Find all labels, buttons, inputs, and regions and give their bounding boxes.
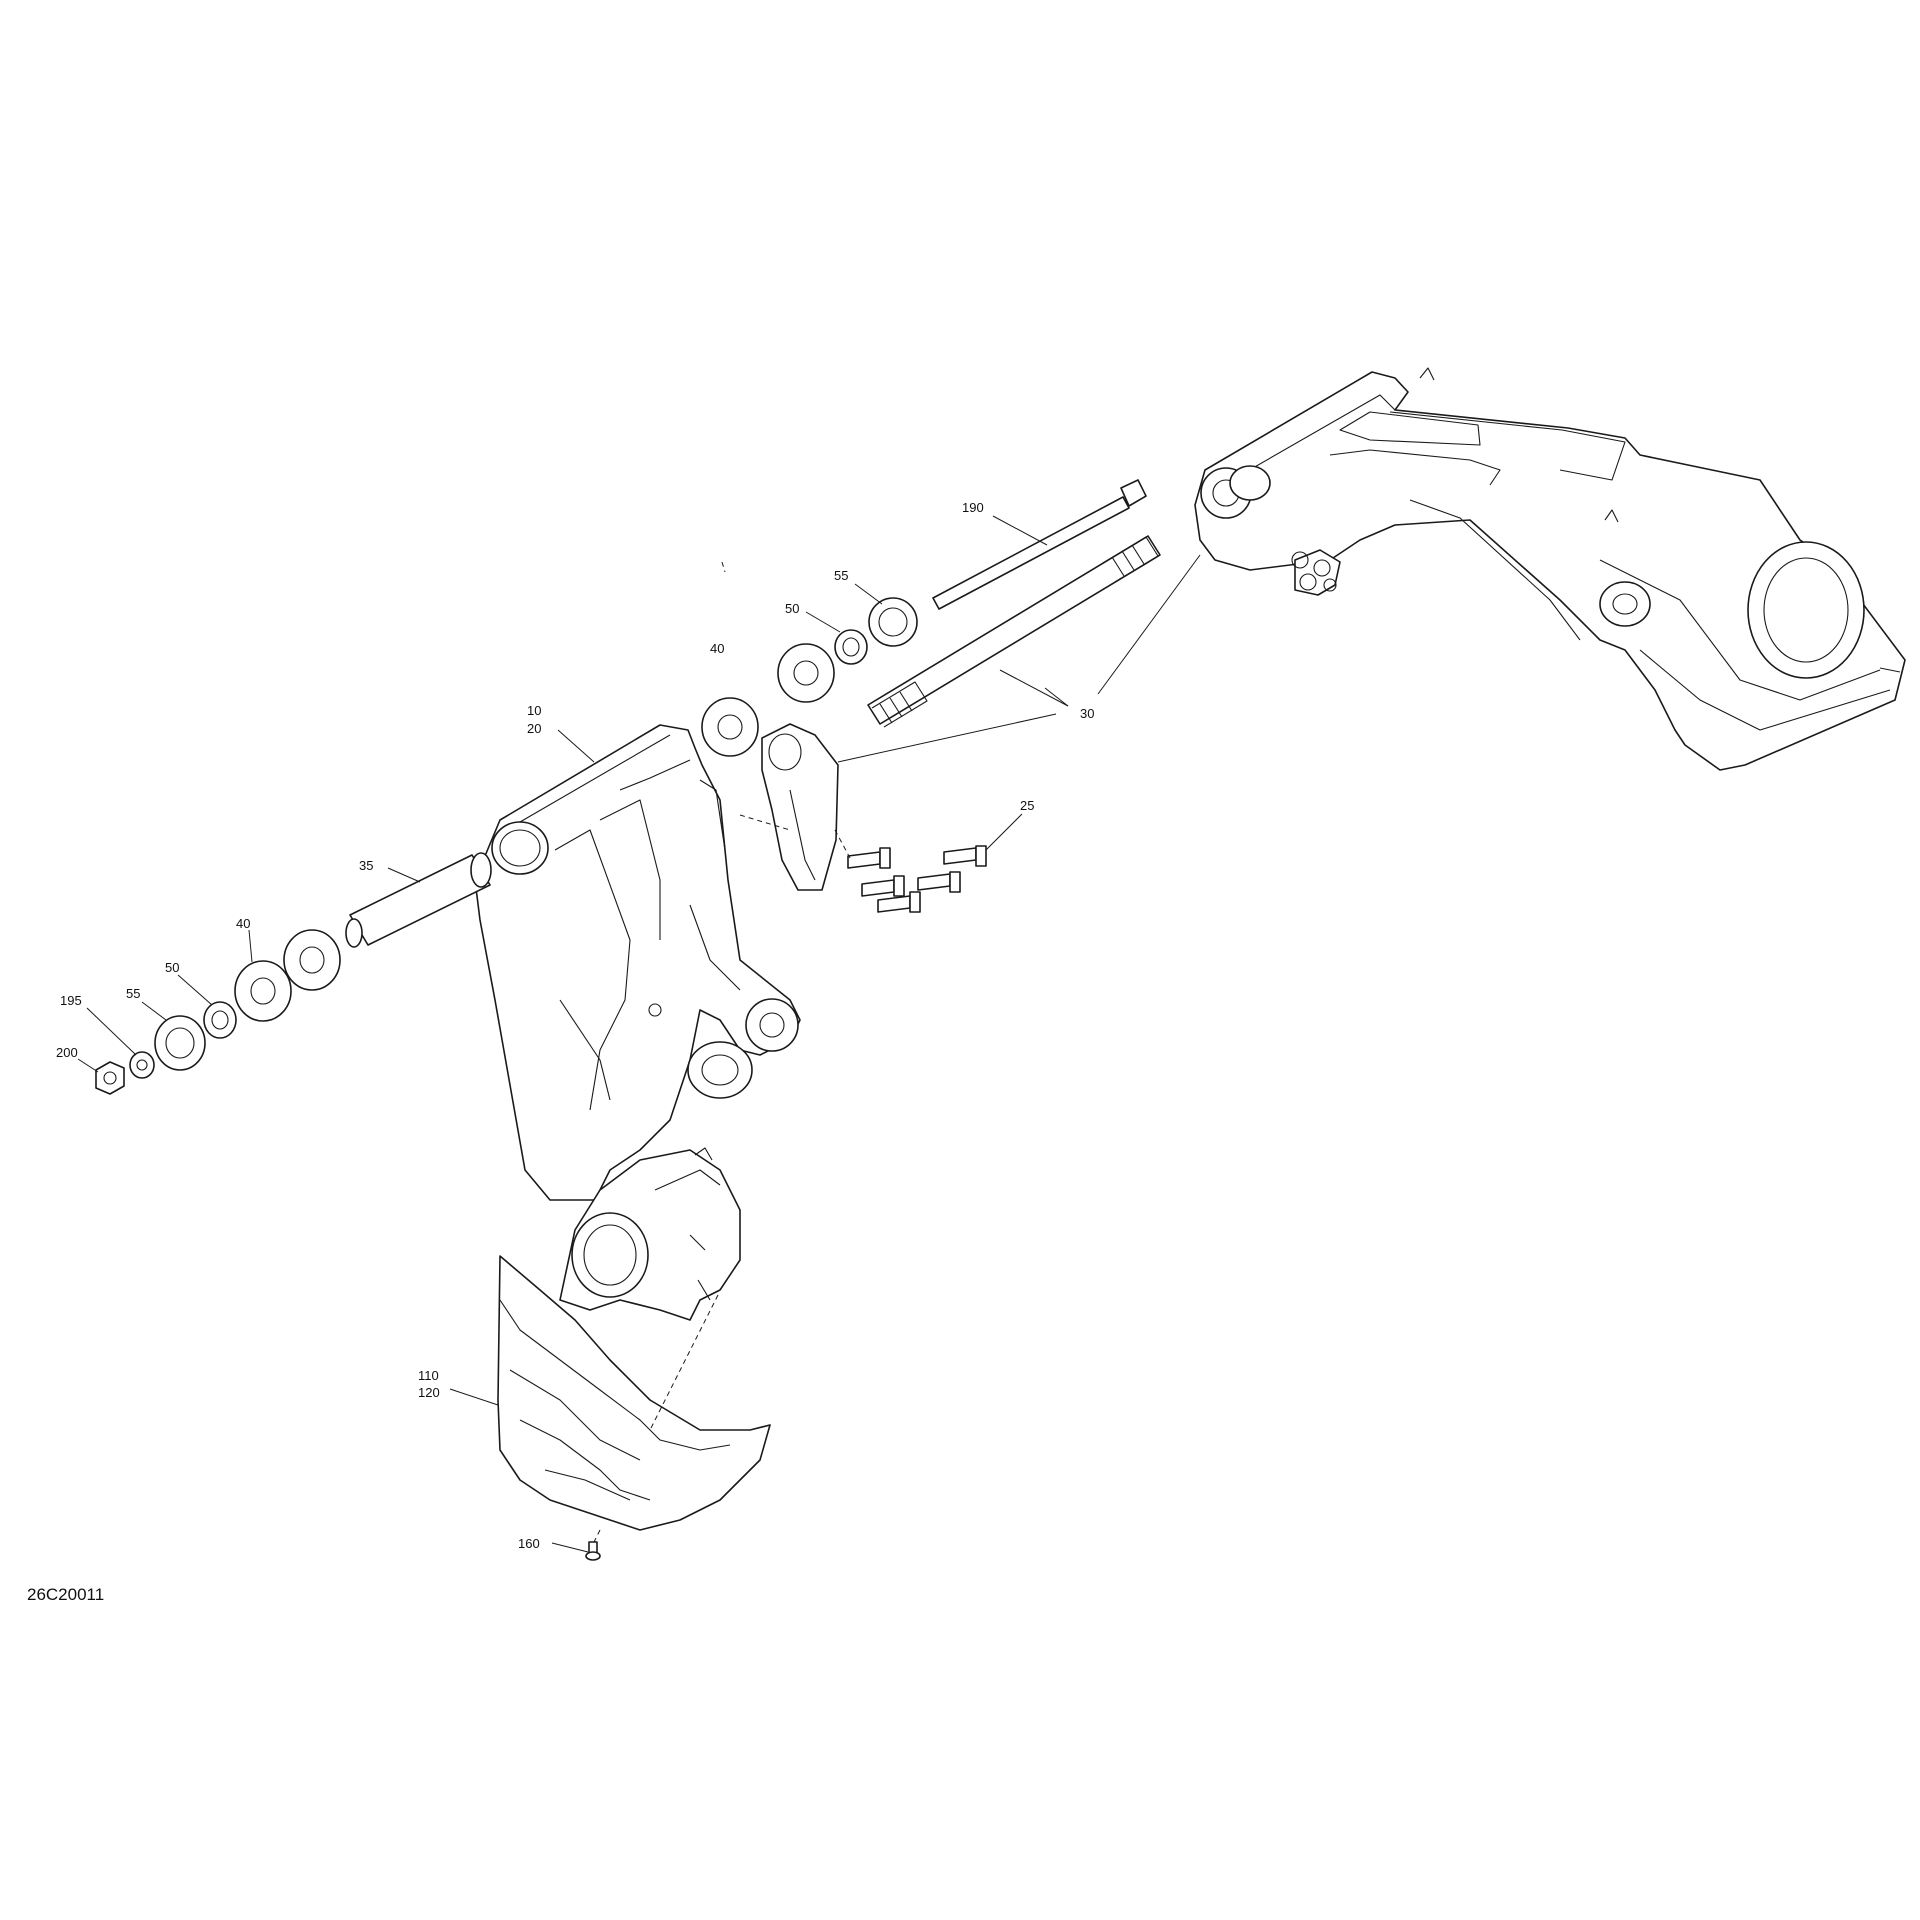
callout-110: 110 [418, 1368, 439, 1383]
splined-shaft-30 [867, 535, 1161, 728]
callout-30: 30 [1080, 706, 1094, 721]
seal-55-left [154, 1015, 206, 1071]
callout-160: 160 [518, 1536, 540, 1551]
callout-195: 195 [60, 993, 82, 1008]
swing-arm-10-20 [474, 724, 801, 1201]
pin-35 [345, 852, 492, 948]
cover-110-120 [497, 1255, 771, 1531]
nut-200 [95, 1061, 125, 1095]
callout-55-top: 55 [834, 568, 848, 583]
bearing-40-left-a [283, 929, 341, 991]
diagram-reference-code: 26C20011 [27, 1585, 104, 1604]
screw-160 [585, 1541, 601, 1561]
bearing-40-top-b [701, 697, 759, 757]
callout-labels: 190 55 50 40 10 20 30 25 35 40 50 55 195… [56, 500, 1094, 1551]
callout-40-top: 40 [710, 641, 724, 656]
bearing-40-left-b [234, 960, 292, 1022]
hub-housing [559, 1147, 741, 1321]
callout-50-left: 50 [165, 960, 179, 975]
bearing-40-top-a [777, 643, 835, 703]
callout-20: 20 [527, 721, 541, 736]
screws-25 [847, 845, 987, 913]
callout-55-left: 55 [126, 986, 140, 1001]
spacer-50-left [203, 1001, 237, 1039]
seal-55-top [868, 597, 918, 647]
right-swing-arm-assembly [1194, 367, 1906, 771]
callout-190: 190 [962, 500, 984, 515]
callout-10: 10 [527, 703, 541, 718]
callout-35: 35 [359, 858, 373, 873]
callout-200: 200 [56, 1045, 78, 1060]
alignment-lines [593, 561, 851, 1543]
callout-50-top: 50 [785, 601, 799, 616]
callout-25: 25 [1020, 798, 1034, 813]
linkage-arm [761, 723, 839, 891]
callout-40-left: 40 [236, 916, 250, 931]
leader-lines [77, 515, 1201, 1553]
bolt-190 [932, 479, 1147, 610]
washer-195 [129, 1051, 155, 1079]
spacer-50-top [834, 629, 868, 665]
callout-120: 120 [418, 1385, 440, 1400]
